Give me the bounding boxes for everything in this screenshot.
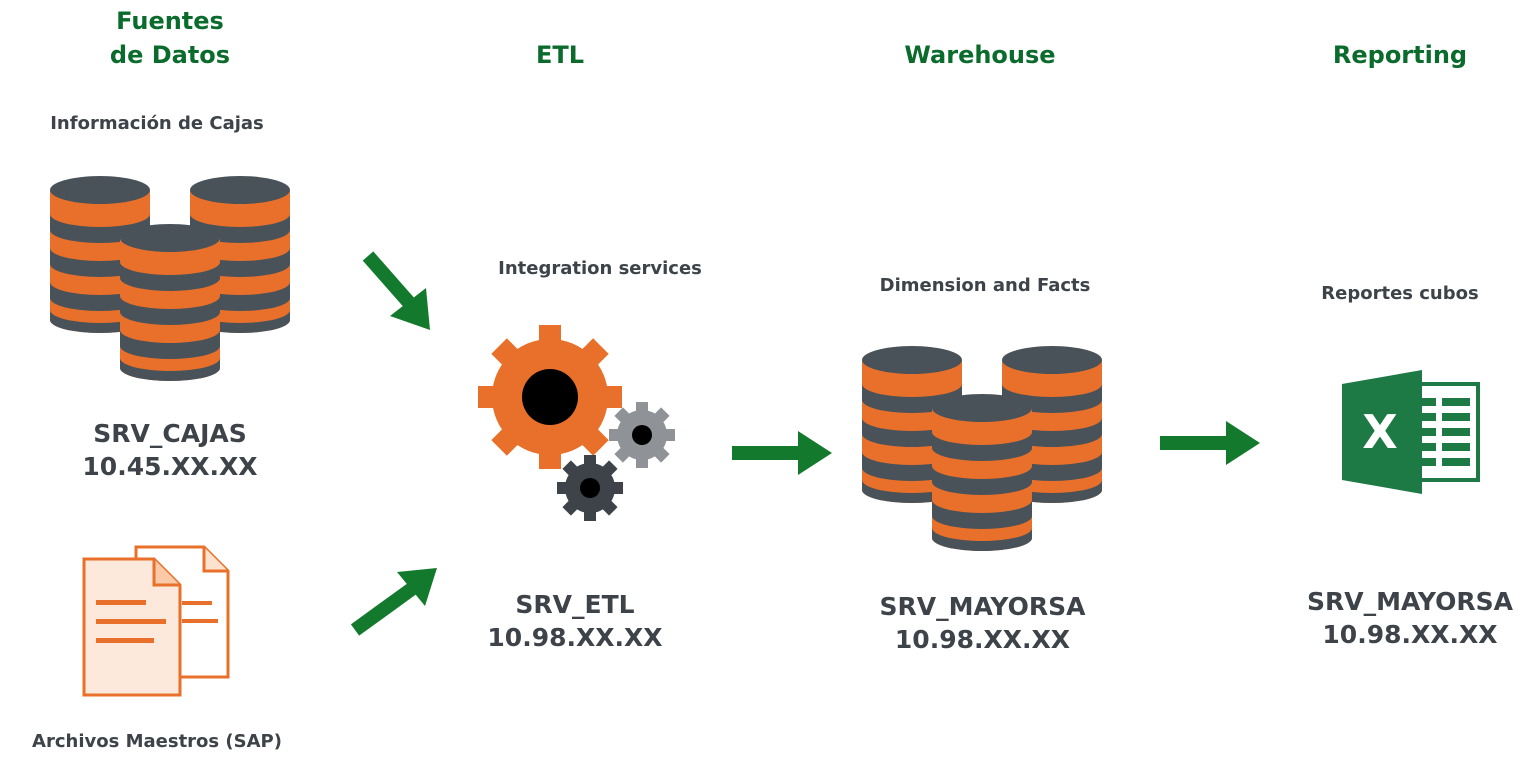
- etl-caption: Integration services: [498, 258, 702, 279]
- reporting-caption: Reportes cubos: [1321, 283, 1479, 304]
- reporting-heading: Reporting: [1332, 41, 1468, 69]
- database-stack-icon: [862, 346, 1102, 551]
- warehouse-server-ip: 10.98.XX.XX: [894, 625, 1071, 654]
- warehouse-heading: Warehouse: [904, 41, 1056, 69]
- arrow-sap-to-etl: [350, 568, 437, 636]
- cajas-caption: Información de Cajas: [50, 113, 264, 134]
- etl-server-name: SRV_ETL: [515, 590, 635, 619]
- excel-icon: X: [1342, 370, 1480, 494]
- etl-server: SRV_ETL 10.98.XX.XX: [450, 588, 700, 654]
- warehouse-server: SRV_MAYORSA 10.98.XX.XX: [855, 590, 1110, 656]
- cajas-server: SRV_CAJAS 10.45.XX.XX: [45, 417, 295, 483]
- sources-heading-line1: Fuentes: [116, 7, 224, 35]
- cajas-server-ip: 10.45.XX.XX: [82, 452, 258, 481]
- cajas-server-name: SRV_CAJAS: [93, 419, 247, 448]
- arrow-warehouse-to-reporting: [1160, 421, 1260, 465]
- sources-heading: Fuentes de Datos: [80, 4, 260, 72]
- arrow-etl-to-warehouse: [732, 431, 832, 475]
- reporting-server-ip: 10.98.XX.XX: [1322, 620, 1498, 649]
- etl-server-ip: 10.98.XX.XX: [487, 623, 663, 652]
- document-files-icon: [82, 545, 230, 697]
- excel-icon-letter: X: [1362, 405, 1397, 459]
- warehouse-caption: Dimension and Facts: [879, 275, 1091, 296]
- arrow-cajas-to-etl: [362, 251, 430, 330]
- warehouse-server-name: SRV_MAYORSA: [879, 592, 1086, 621]
- database-stack-icon: [50, 176, 290, 381]
- gears-icon: [478, 325, 675, 521]
- sap-caption: Archivos Maestros (SAP): [32, 731, 282, 752]
- etl-heading: ETL: [535, 41, 585, 69]
- sources-heading-line2: de Datos: [109, 41, 231, 69]
- reporting-server-name: SRV_MAYORSA: [1306, 587, 1513, 616]
- reporting-server: SRV_MAYORSA 10.98.XX.XX: [1290, 585, 1527, 651]
